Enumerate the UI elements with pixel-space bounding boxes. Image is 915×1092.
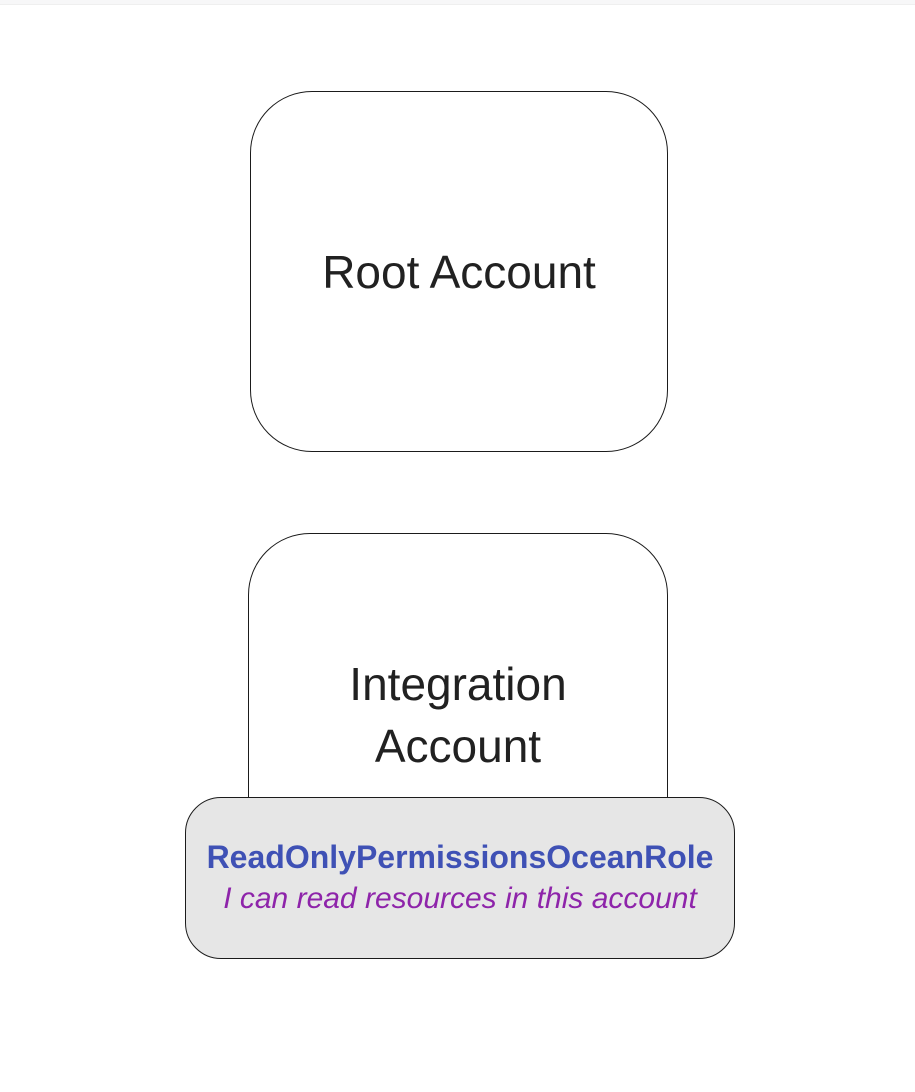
node-root-account: Root Account [250,91,668,452]
role-description-text: I can read resources in this account [223,882,697,915]
role-name-text: ReadOnlyPermissionsOceanRole [206,839,714,875]
root-account-label: Root Account [322,245,596,298]
role-note: ReadOnlyPermissionsOceanRole I can read … [185,797,735,959]
integration-account-label: Integration Account [349,658,567,772]
top-border-strip [0,0,915,5]
